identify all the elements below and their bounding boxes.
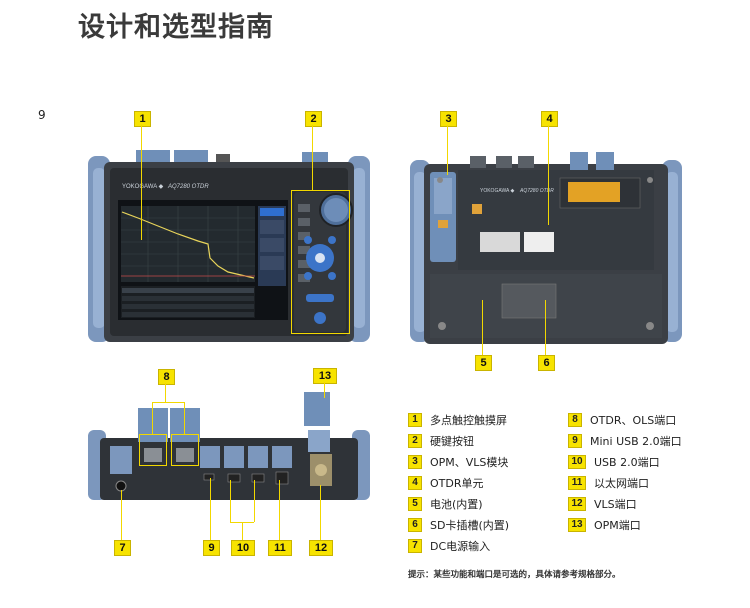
leader-10b bbox=[230, 480, 231, 522]
legend-label: OTDR、OLS端口 bbox=[590, 414, 677, 427]
callout-6: 6 bbox=[538, 355, 555, 371]
legend-num: 2 bbox=[408, 434, 422, 448]
legend-num: 12 bbox=[568, 497, 586, 511]
legend-label: 电池(内置) bbox=[430, 498, 483, 511]
legend-label: OPM端口 bbox=[594, 519, 641, 532]
leader-10 bbox=[242, 522, 243, 540]
legend-num: 7 bbox=[408, 539, 422, 553]
leader-9 bbox=[210, 478, 211, 540]
legend-item-11: 11 以太网端口 bbox=[568, 475, 649, 491]
callout-7: 7 bbox=[114, 540, 131, 556]
leader-10a bbox=[230, 522, 254, 523]
legend-num: 6 bbox=[408, 518, 422, 532]
legend-item-3: 3 OPM、VLS模块 bbox=[408, 454, 508, 470]
legend-label: OTDR单元 bbox=[430, 477, 484, 490]
leader-5 bbox=[482, 300, 483, 355]
page-title: 设计和选型指南 bbox=[78, 12, 274, 43]
leader-6 bbox=[545, 300, 546, 355]
leader-13 bbox=[324, 382, 325, 398]
otdr-port-highlight-b bbox=[171, 434, 199, 466]
leader-12 bbox=[320, 485, 321, 540]
page-number: 9 bbox=[38, 108, 46, 122]
legend-item-4: 4 OTDR单元 bbox=[408, 475, 484, 491]
leader-2 bbox=[312, 125, 313, 190]
leader-8 bbox=[152, 402, 184, 403]
legend-num: 9 bbox=[568, 434, 582, 448]
brand-label-back: YOKOGAWA ◆ bbox=[480, 188, 514, 194]
footnote: 提示：某些功能和端口是可选的，具体请参考规格部分。 bbox=[408, 570, 621, 580]
leader-8b bbox=[152, 402, 153, 434]
legend-item-13: 13 OPM端口 bbox=[568, 517, 641, 533]
callout-12: 12 bbox=[309, 540, 333, 556]
legend-item-5: 5 电池(内置) bbox=[408, 496, 483, 512]
legend-item-1: 1 多点触控触摸屏 bbox=[408, 412, 507, 428]
callout-1: 1 bbox=[134, 111, 151, 127]
legend-label: SD卡插槽(内置) bbox=[430, 519, 510, 532]
legend-item-12: 12 VLS端口 bbox=[568, 496, 637, 512]
legend-label: 硬键按钮 bbox=[430, 435, 474, 448]
callout-10: 10 bbox=[231, 540, 255, 556]
legend-num: 8 bbox=[568, 413, 582, 427]
leader-10c bbox=[254, 480, 255, 522]
brand-label-front: YOKOGAWA ◆ bbox=[122, 184, 164, 190]
leader-1 bbox=[141, 125, 142, 240]
legend-item-2: 2 硬键按钮 bbox=[408, 433, 474, 449]
legend-num: 11 bbox=[568, 476, 586, 490]
leader-11 bbox=[279, 480, 280, 540]
legend-item-6: 6 SD卡插槽(内置) bbox=[408, 517, 509, 533]
callout-4: 4 bbox=[541, 111, 558, 127]
otdr-port-highlight-a bbox=[139, 434, 167, 466]
model-label-back: AQ7280 OTDR bbox=[519, 188, 554, 194]
model-label-front: AQ7280 OTDR bbox=[167, 184, 209, 190]
hard-keys-highlight bbox=[291, 190, 350, 334]
legend-item-8: 8 OTDR、OLS端口 bbox=[568, 412, 676, 428]
legend-label: 多点触控触摸屏 bbox=[430, 414, 507, 427]
top-view-image bbox=[88, 392, 370, 500]
callout-3: 3 bbox=[440, 111, 457, 127]
legend-label: DC电源输入 bbox=[430, 540, 491, 553]
legend-item-9: 9 Mini USB 2.0端口 bbox=[568, 433, 682, 449]
legend-num: 10 bbox=[568, 455, 586, 469]
legend-label: OPM、VLS模块 bbox=[430, 456, 509, 469]
touchscreen-highlight bbox=[120, 202, 250, 242]
callout-11: 11 bbox=[268, 540, 292, 556]
leader-3 bbox=[447, 125, 448, 175]
callout-8: 8 bbox=[158, 369, 175, 385]
legend-label: Mini USB 2.0端口 bbox=[590, 435, 682, 448]
legend-num: 5 bbox=[408, 497, 422, 511]
legend-num: 1 bbox=[408, 413, 422, 427]
leader-8c bbox=[184, 402, 185, 434]
callout-2: 2 bbox=[305, 111, 322, 127]
legend-item-7: 7 DC电源输入 bbox=[408, 538, 490, 554]
legend-label: USB 2.0端口 bbox=[594, 456, 660, 469]
back-view-image: YOKOGAWA ◆ AQ7280 OTDR bbox=[410, 152, 682, 344]
callout-13: 13 bbox=[313, 368, 337, 384]
leader-4 bbox=[548, 125, 549, 225]
callout-5: 5 bbox=[475, 355, 492, 371]
callout-9: 9 bbox=[203, 540, 220, 556]
legend-num: 4 bbox=[408, 476, 422, 490]
legend-label: VLS端口 bbox=[594, 498, 637, 511]
leader-8a bbox=[165, 383, 166, 402]
legend-item-10: 10 USB 2.0端口 bbox=[568, 454, 660, 470]
leader-7 bbox=[121, 490, 122, 540]
legend-num: 13 bbox=[568, 518, 586, 532]
legend-num: 3 bbox=[408, 455, 422, 469]
legend-label: 以太网端口 bbox=[594, 477, 649, 490]
